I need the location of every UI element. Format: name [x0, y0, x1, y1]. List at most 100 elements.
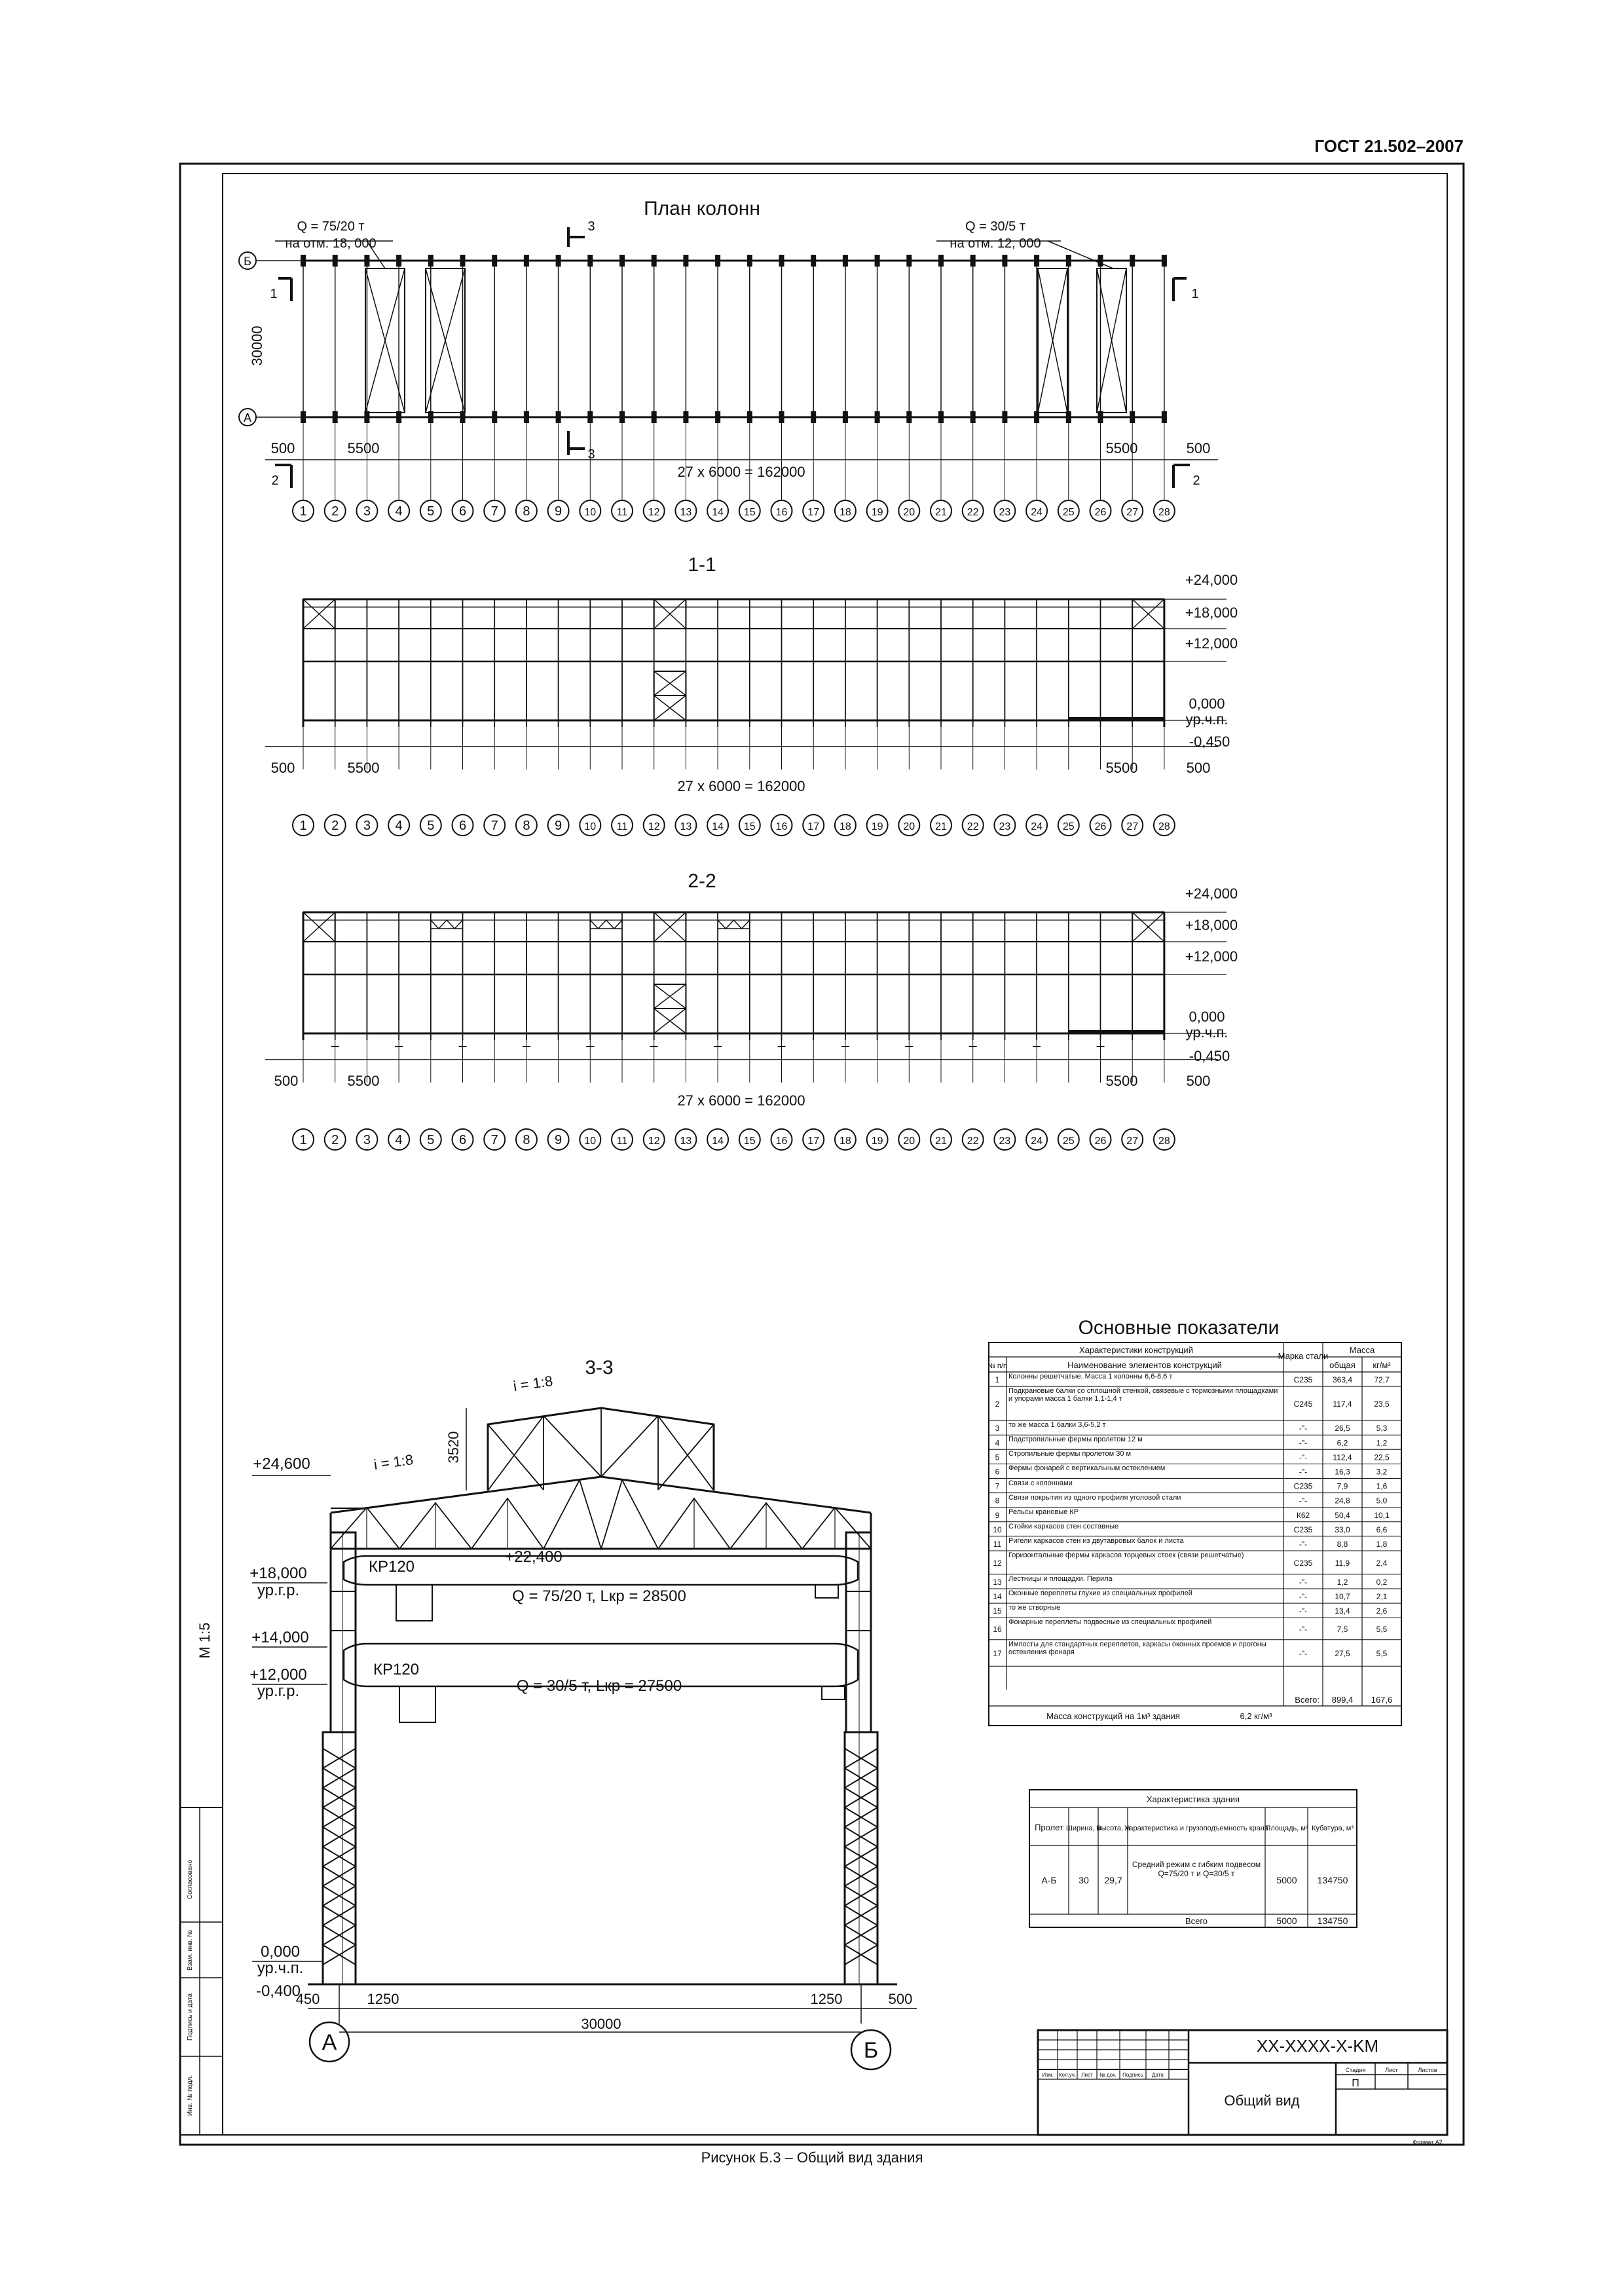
indicator-name-box: Фонарные переплеты подвесные из специаль… — [1008, 1618, 1211, 1626]
indicator-name-box: Фермы фонарей с вертикальным остеклением — [1008, 1464, 1165, 1472]
plan-column — [555, 411, 561, 423]
side-stamp-s2: Подпись и дата — [187, 1993, 194, 2041]
plan-column — [1098, 255, 1103, 267]
indicator-grade: -"- — [1299, 1625, 1307, 1634]
indicators-h-grade: Марка стали — [1278, 1351, 1329, 1361]
indicators-h-name: Наименование элементов конструкций — [1067, 1360, 1222, 1370]
indicator-name: Связи с колоннами — [1008, 1479, 1073, 1487]
axis-label: 19 — [872, 507, 883, 518]
axis-bubble — [866, 1128, 889, 1151]
axis-label: 25 — [1063, 507, 1075, 518]
axis-label: 21 — [935, 1136, 947, 1147]
svg-text:3: 3 — [587, 219, 595, 234]
building-total-area: 5000 — [1276, 1916, 1297, 1926]
indicator-total: 7,5 — [1337, 1625, 1348, 1634]
plan-column — [301, 255, 306, 267]
building-total-label: Всего — [1185, 1916, 1208, 1926]
indicator-name: Связи покрытия из одного профиля уголово… — [1008, 1493, 1181, 1502]
indicator-name-box: Лестницы и площадки. Перила — [1008, 1574, 1113, 1583]
axis-label: 7 — [491, 819, 498, 833]
indicator-total: 33,0 — [1335, 1525, 1350, 1534]
indicator-perm: 6,6 — [1376, 1525, 1388, 1534]
side-stamp-s1: Взам. инв. № — [187, 1930, 194, 1971]
axis-bubble — [1089, 1128, 1112, 1151]
axis-label: 8 — [523, 819, 530, 833]
plan-axis-b-marker — [238, 251, 257, 270]
section11-dim-500-left: 500 — [271, 760, 295, 776]
section-brace-bay — [653, 912, 687, 942]
axis-label: 15 — [744, 507, 756, 518]
indicator-total: 27,5 — [1335, 1649, 1350, 1658]
indicator-grade: К62 — [1297, 1511, 1310, 1520]
indicator-no: 7 — [995, 1482, 1000, 1491]
indicator-name: Ригели каркасов стен из двутавровых бало… — [1008, 1536, 1184, 1545]
plan-column — [811, 255, 817, 267]
section-brace-bay — [303, 912, 336, 942]
axis-bubble — [323, 814, 346, 836]
section11-lev3: +12,000 — [1185, 635, 1238, 652]
indicator-grade: С235 — [1294, 1525, 1313, 1534]
indicators-h-char: Характеристики конструкций — [1079, 1345, 1193, 1355]
indicator-no: 17 — [993, 1649, 1002, 1658]
indicator-perm: 5,5 — [1376, 1649, 1388, 1658]
plan-column — [364, 411, 370, 423]
indicator-name: Рельсы крановые КР — [1008, 1508, 1079, 1516]
axis-label: 9 — [555, 1133, 562, 1147]
plan-column — [842, 411, 848, 423]
plan-column — [523, 411, 529, 423]
axis-bubble — [930, 500, 952, 522]
indicator-grade: -"- — [1299, 1592, 1307, 1601]
indicators-per-volume: 6,2 кг/м³ — [1240, 1711, 1273, 1721]
indicator-perm: 2,4 — [1376, 1559, 1388, 1568]
axis-bubble — [642, 500, 665, 522]
indicator-total: 11,9 — [1335, 1559, 1350, 1568]
axis-label: 24 — [1031, 507, 1043, 518]
stamp-h-sign: Подпись — [1122, 2072, 1143, 2078]
axis-label: 2 — [331, 819, 339, 833]
indicator-name-box: Подстропильные фермы пролетом 12 м — [1008, 1435, 1143, 1443]
section33-crane1: Q = 75/20 т, Lкр = 28500 — [512, 1587, 686, 1605]
axis-label: 28 — [1158, 821, 1170, 832]
indicator-name-box: то же створные — [1008, 1604, 1060, 1612]
indicator-grade: С235 — [1294, 1375, 1313, 1384]
axis-label: 26 — [1095, 1136, 1107, 1147]
section11-dim-500-right: 500 — [1187, 760, 1211, 776]
axis-label: 25 — [1063, 1136, 1075, 1147]
axis-label: 6 — [459, 819, 466, 833]
axis-bubble — [419, 814, 442, 836]
stamp-h-sheets: Листов — [1418, 2067, 1437, 2073]
section-brace-bay — [303, 599, 336, 629]
section11-lev1: +24,000 — [1185, 572, 1238, 588]
plan-column — [492, 411, 498, 423]
axis-bubble — [388, 1128, 411, 1151]
axis-bubble — [388, 814, 411, 836]
axis-label: 16 — [776, 507, 788, 518]
plan-column — [301, 411, 306, 423]
axis-label: 20 — [903, 507, 915, 518]
plan-column — [587, 411, 593, 423]
axis-bubble — [802, 814, 825, 836]
axis-bubble — [547, 500, 570, 522]
indicator-name: Лестницы и площадки. Перила — [1008, 1574, 1113, 1583]
plan-dim-5500-left: 5500 — [348, 440, 380, 456]
section11-dim-5500-right: 5500 — [1106, 760, 1138, 776]
section-brace-diag — [1132, 599, 1165, 629]
axis-bubble — [674, 500, 697, 522]
axis-bubble — [961, 500, 984, 522]
axis-label: 9 — [555, 819, 562, 833]
lantern-truss — [589, 919, 623, 930]
plan-column — [396, 411, 402, 423]
plan-column — [938, 255, 944, 267]
section-2-2: 2-2 +24,000 +18,000 +12,000 0,000 ур.ч.п… — [265, 870, 1238, 1151]
plan-column — [1034, 255, 1040, 267]
indicator-name-box: то же масса 1 балки 3,6-5,2 т — [1008, 1421, 1106, 1429]
indicator-perm: 5,0 — [1376, 1496, 1388, 1506]
plan-column — [874, 411, 880, 423]
axis-label: 28 — [1158, 1136, 1170, 1147]
indicator-grade: С245 — [1294, 1399, 1313, 1409]
section22-lev6: -0,450 — [1189, 1048, 1230, 1064]
axis-bubble — [356, 814, 378, 836]
indicator-total: 1,2 — [1337, 1578, 1348, 1587]
axis-bubble — [483, 814, 506, 836]
plan-column — [460, 255, 466, 267]
